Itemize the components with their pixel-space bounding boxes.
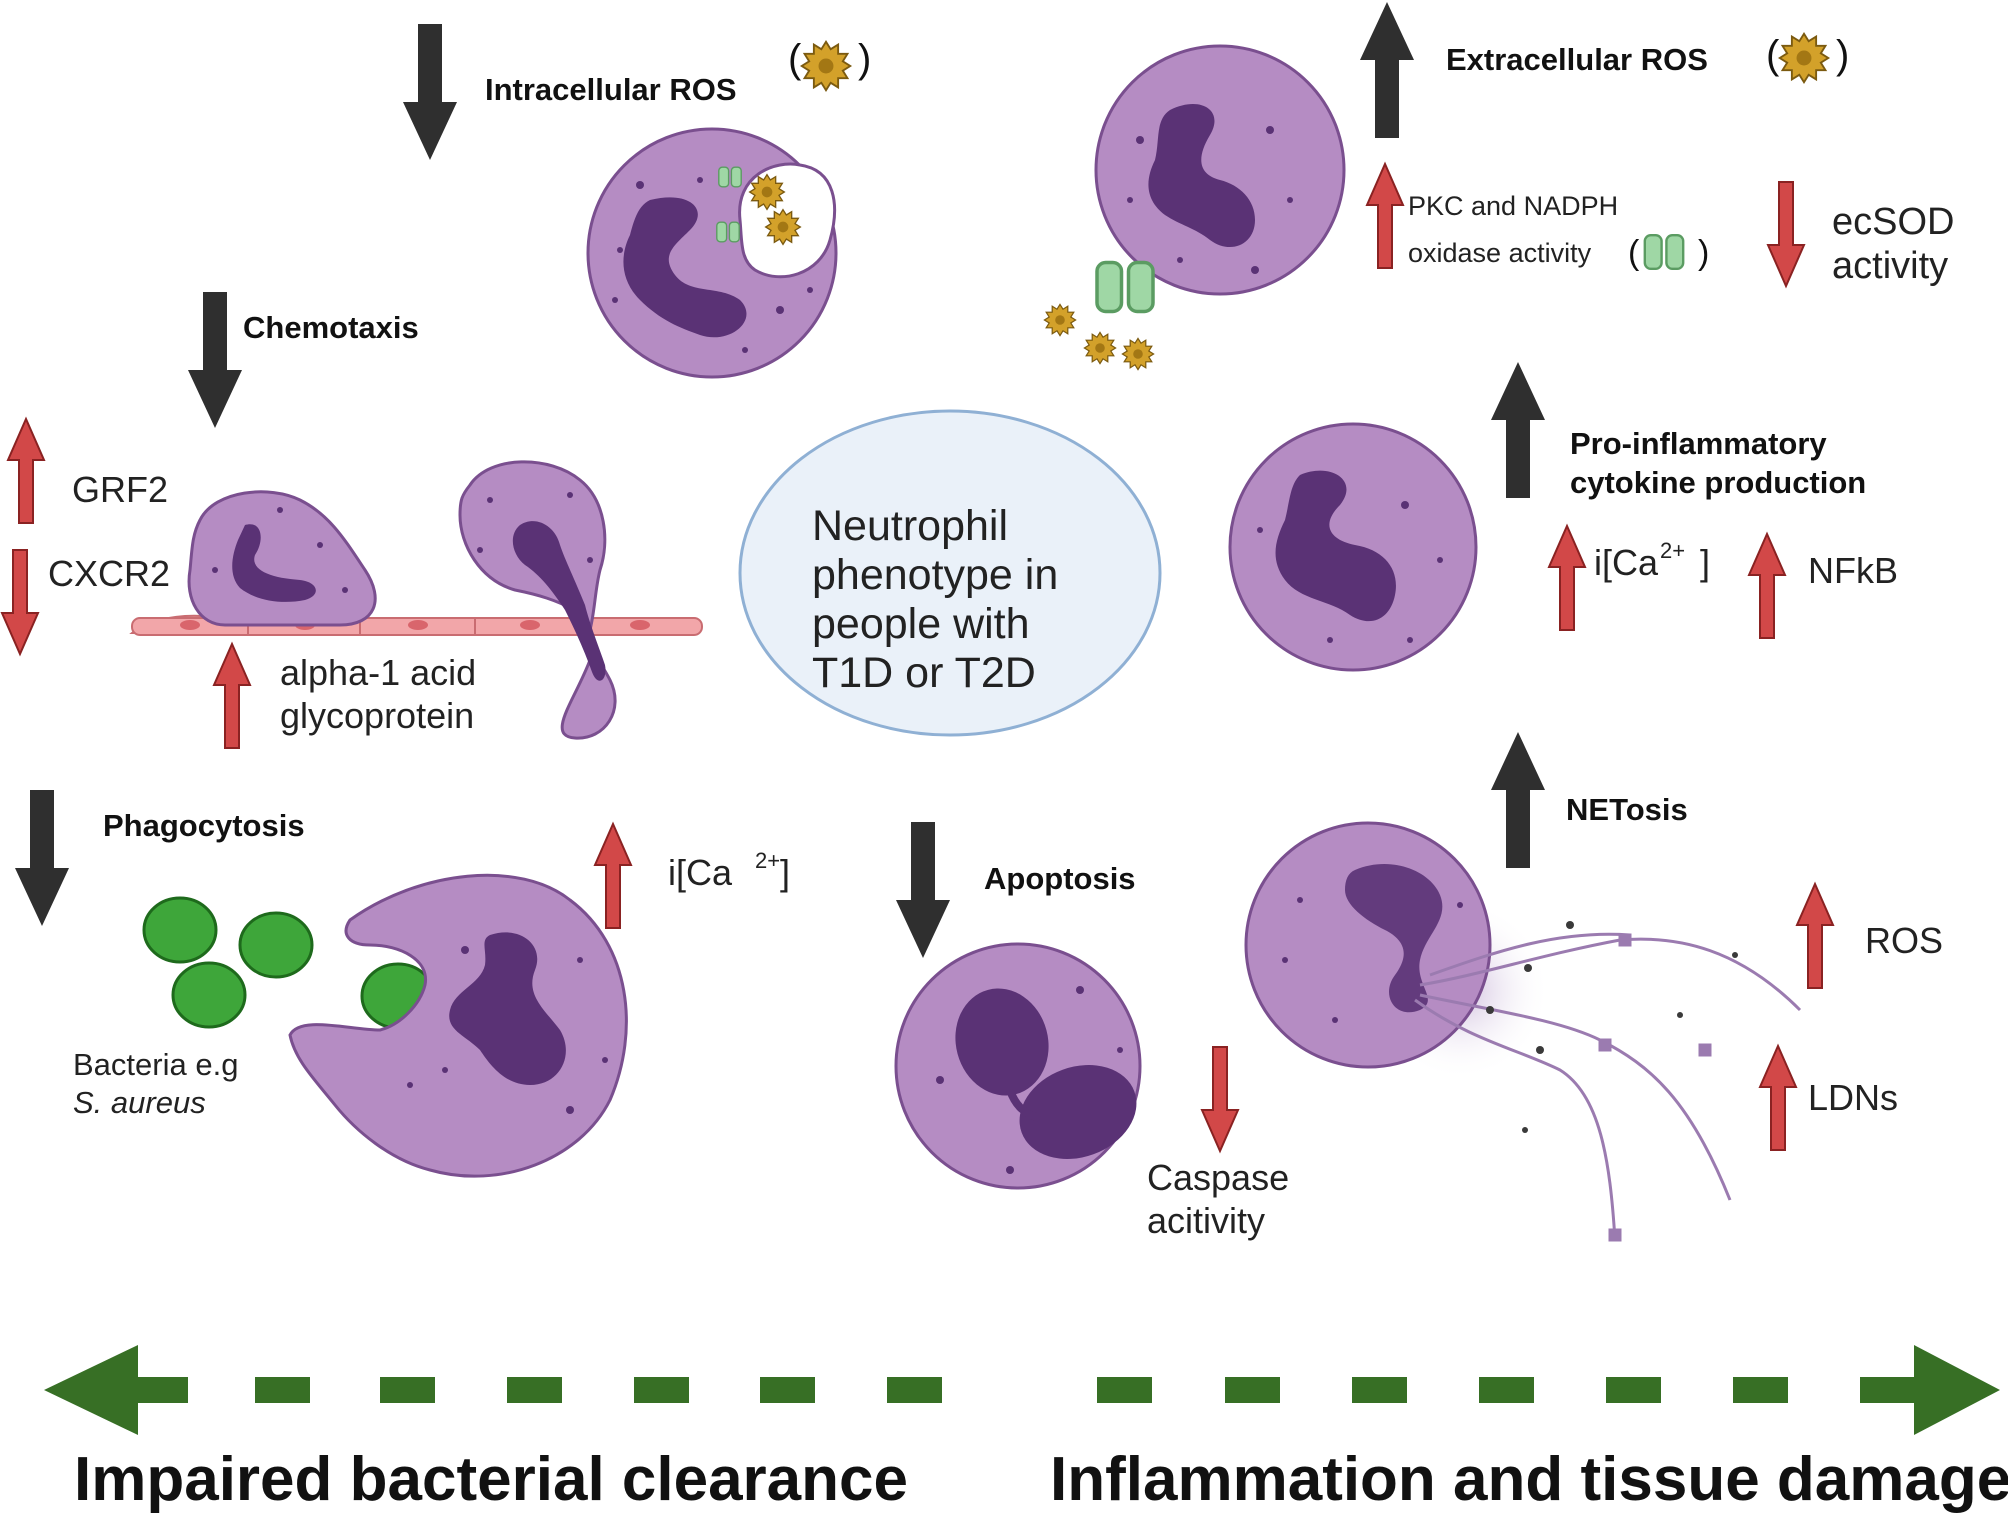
center-line-1: Neutrophil [812,502,1008,550]
paren-open: ( [1766,33,1780,77]
neutrophil-cell-netosis [1244,821,1550,1080]
channel-icon [1643,233,1685,270]
neutrophil-cell-cytokine [1228,422,1478,672]
up-arrow-icon [213,643,251,749]
intracellular-ros-title: Intracellular ROS [485,72,737,107]
up-arrow-icon [1360,2,1414,138]
cytokine-ica: i[Ca [1594,542,1659,583]
channel-icon [1095,260,1155,314]
pkc-line2: oxidase activity [1408,238,1592,268]
extracellular-ros-title: Extracellular ROS [1446,42,1708,77]
paren-open: ( [1628,234,1640,272]
up-arrow-icon [1366,163,1404,269]
ldns-label: LDNs [1808,1077,1898,1118]
aagp-line1: alpha-1 acid [280,652,476,693]
center-line-2: phenotype in [812,551,1058,599]
cytokine-title-line2: cytokine production [1570,465,1866,500]
phagocytosis-title: Phagocytosis [103,808,305,843]
neutrophil-cell-intracellular [586,127,838,379]
apoptosis-title: Apoptosis [984,861,1136,896]
neutrophil-cell-transmigrating [458,460,617,740]
footer-left-label: Impaired bacterial clearance [74,1445,908,1514]
cytokine-ica-close: ] [1700,542,1710,583]
down-arrow-icon [1201,1046,1239,1152]
neutrophil-cell-rolling [187,490,377,627]
cytokine-ica-sup: 2+ [1660,538,1685,563]
chemotaxis-title: Chemotaxis [243,310,419,345]
down-arrow-icon [1767,181,1805,287]
up-arrow-icon [1491,362,1545,498]
up-arrow-icon [7,418,45,524]
down-arrow-icon [15,790,69,926]
grf2-label: GRF2 [72,469,168,510]
neutrophil-cell-apoptotic [894,942,1142,1190]
bacteria-line1: Bacteria e.g [73,1047,238,1082]
ros-icon [1778,32,1830,84]
phago-ica: i[Ca [668,852,733,893]
ecsod-line1: ecSOD [1832,201,1954,243]
up-arrow-icon [1491,732,1545,868]
up-arrow-icon [1548,525,1586,631]
caspase-line1: Caspase [1147,1157,1289,1198]
footer-arrow-left [44,1345,942,1435]
up-arrow-icon [594,823,632,929]
footer-right-label: Inflammation and tissue damage [1050,1445,2008,1514]
ros-icon [1083,331,1117,365]
up-arrow-icon [1759,1045,1797,1151]
phago-ica-close: ] [780,852,790,893]
netosis-title: NETosis [1566,792,1688,827]
up-arrow-icon [1796,883,1834,989]
footer-arrow-right [1097,1345,2000,1435]
pkc-line1: PKC and NADPH [1408,191,1618,221]
caspase-line2: acitivity [1147,1200,1265,1241]
ros-icon [800,40,852,92]
bacteria-line2: S. aureus [73,1085,206,1120]
ecsod-line2: activity [1832,245,1948,287]
nfkb-label: NFkB [1808,550,1898,591]
up-arrow-icon [1748,533,1786,639]
aagp-line2: glycoprotein [280,695,474,736]
down-arrow-icon [403,24,457,160]
neutrophil-cell-extracellular [1043,44,1346,371]
center-circle: Neutrophil phenotype in people with T1D … [738,409,1162,737]
phago-ica-sup: 2+ [755,848,780,873]
paren-open: ( [788,37,802,81]
paren-close: ) [1836,33,1849,77]
neutrophil-cell-phagocytic [288,873,628,1178]
down-arrow-icon [896,822,950,958]
ros-icon [1043,303,1077,337]
down-arrow-icon [188,292,242,428]
net-ros-label: ROS [1865,920,1943,961]
cxcr2-label: CXCR2 [48,553,170,594]
center-line-4: T1D or T2D [812,649,1036,697]
paren-close: ) [1698,234,1709,272]
paren-close: ) [858,37,871,81]
ros-icon [1121,337,1155,371]
cytokine-title-line1: Pro-inflammatory [1570,426,1827,461]
center-line-3: people with [812,600,1030,648]
net-granules [1486,921,1738,1133]
down-arrow-icon [1,549,39,655]
